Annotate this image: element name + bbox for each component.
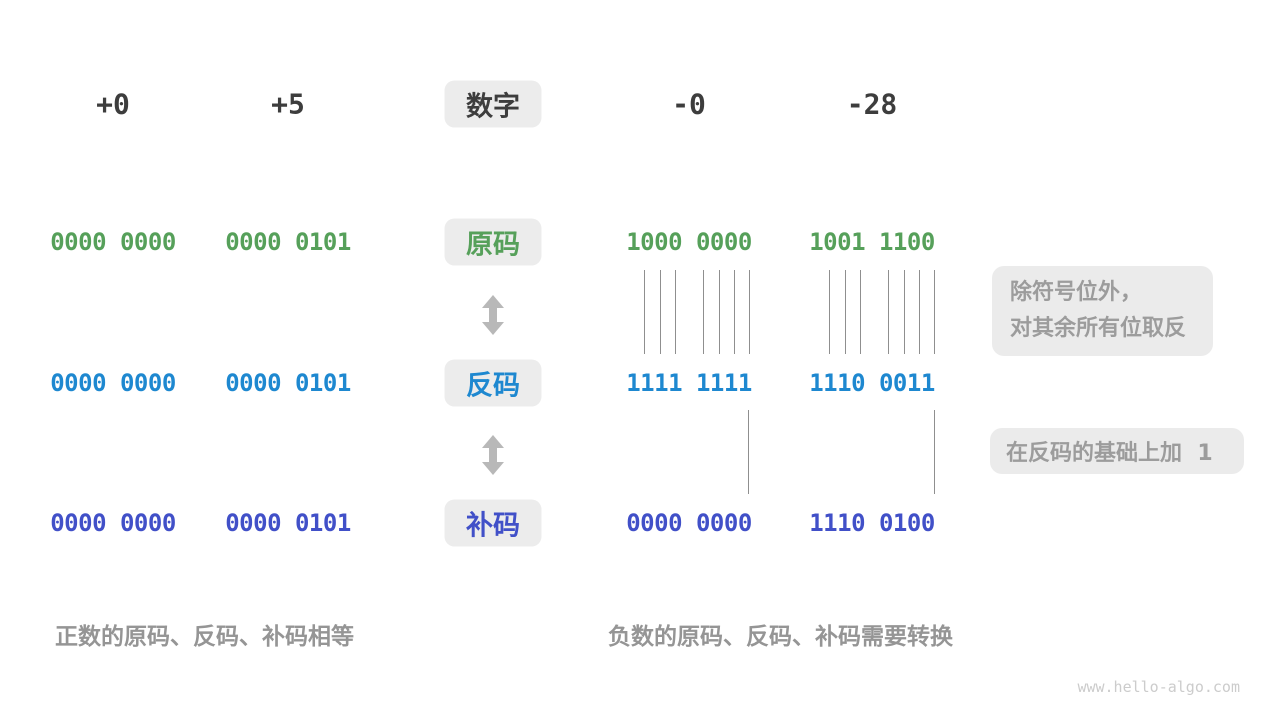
twos-complement-neg-zero: 0000 0000 [626,509,752,537]
ones-complement-label: 反码 [466,370,520,402]
bit-connector-line [888,270,889,354]
bit-connector-line [904,270,905,354]
positive-numbers-caption: 正数的原码、反码、补码相等 [55,624,354,650]
add-one-annotation-text: 在反码的基础上加 1 [1006,441,1213,466]
twos-complement-label-box: 补码 [444,499,542,547]
bit-connector-line [860,270,861,354]
invert-bits-annotation: 除符号位外， 对其余所有位取反 [992,266,1213,356]
header-positive-five: +5 [271,87,305,121]
twos-complement-pos-five: 0000 0101 [225,509,351,537]
sign-magnitude-label: 原码 [466,229,520,261]
bit-connector-line [675,270,676,354]
twos-complement-pos-zero: 0000 0000 [50,509,176,537]
twos-complement-neg-twentyeight: 1110 0100 [809,509,935,537]
twos-complement-label: 补码 [466,510,520,542]
bit-connector-line [829,270,830,354]
bit-connector-line [845,270,846,354]
bit-connector-line [749,270,750,354]
ones-complement-neg-zero: 1111 1111 [626,369,752,397]
swap-arrow-icon [482,435,504,475]
header-negative-twentyeight: -28 [846,87,898,121]
ones-complement-pos-zero: 0000 0000 [50,369,176,397]
bit-connector-line [734,270,735,354]
bit-connector-line [719,270,720,354]
sign-magnitude-neg-zero: 1000 0000 [626,228,752,256]
bit-connector-line [934,270,935,354]
bit-connector-line [919,270,920,354]
sign-magnitude-pos-zero: 0000 0000 [50,228,176,256]
ones-complement-pos-five: 0000 0101 [225,369,351,397]
header-number-label: 数字 [466,91,520,123]
bit-connector-line [748,410,749,494]
ones-complement-label-box: 反码 [444,359,542,407]
bit-connector-line [660,270,661,354]
sign-magnitude-neg-twentyeight: 1001 1100 [809,228,935,256]
negative-numbers-caption: 负数的原码、反码、补码需要转换 [608,624,953,650]
header-number-label-box: 数字 [444,80,542,128]
sign-magnitude-pos-five: 0000 0101 [225,228,351,256]
watermark: www.hello-algo.com [1077,678,1240,696]
header-positive-zero: +0 [96,87,130,121]
bit-connector-line [703,270,704,354]
bit-connector-line [934,410,935,494]
header-negative-zero: -0 [672,87,706,121]
invert-bits-annotation-line1: 除符号位外， [1010,280,1143,305]
invert-bits-annotation-line2: 对其余所有位取反 [1010,316,1187,341]
bit-connector-line [644,270,645,354]
ones-complement-neg-twentyeight: 1110 0011 [809,369,935,397]
add-one-annotation: 在反码的基础上加 1 [990,428,1244,474]
swap-arrow-icon [482,295,504,335]
sign-magnitude-label-box: 原码 [444,218,542,266]
